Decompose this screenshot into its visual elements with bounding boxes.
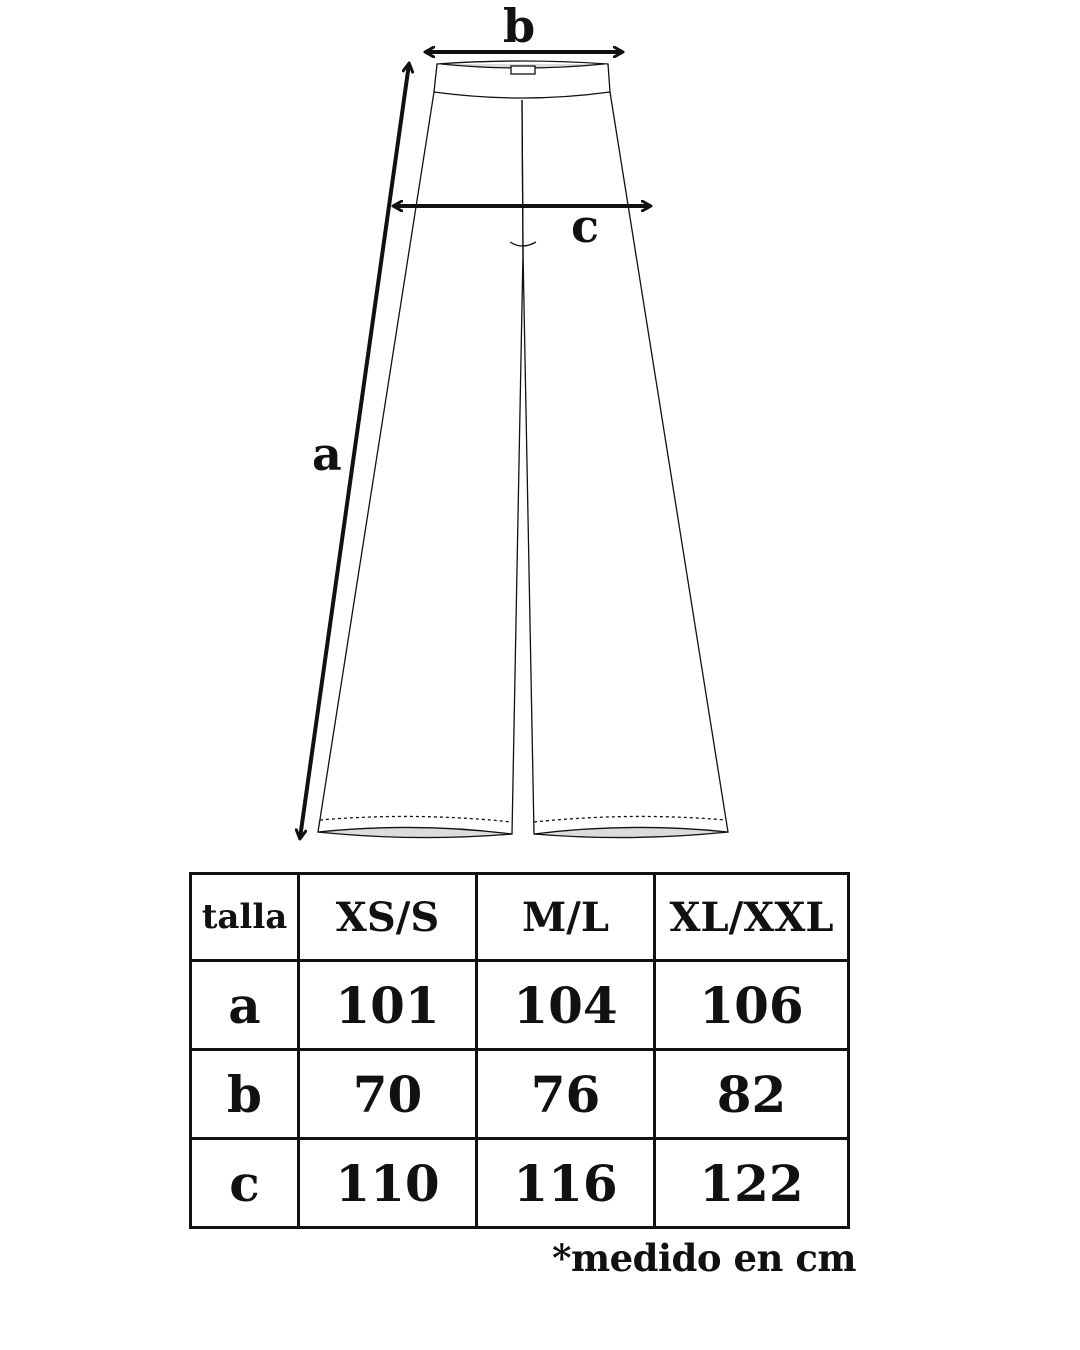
header-size-xl-xxl: XL/XXL [653, 872, 850, 962]
left-hem-opening [317, 826, 513, 839]
table-cell: 82 [653, 1048, 850, 1140]
right-hem-opening [533, 826, 729, 839]
row-label-b: b [189, 1048, 300, 1140]
left-leg [317, 91, 524, 838]
table-row: c 110 116 122 [189, 1137, 850, 1229]
table-cell: 104 [475, 959, 656, 1051]
center-seam [521, 99, 524, 253]
label-c: c [571, 199, 599, 253]
row-label-c: c [189, 1137, 300, 1229]
table-cell: 70 [297, 1048, 478, 1140]
table-cell: 106 [653, 959, 850, 1051]
row-label-a: a [189, 959, 300, 1051]
table-cell: 101 [297, 959, 478, 1051]
size-table: talla XS/S M/L XL/XXL a 101 104 106 b 70… [189, 872, 850, 1229]
left-hem-stitch [319, 815, 513, 823]
crotch-curve [509, 241, 537, 247]
header-size-m-l: M/L [475, 872, 656, 962]
pants-drawing [317, 60, 729, 839]
table-cell: 110 [297, 1137, 478, 1229]
label-a: a [312, 427, 342, 481]
right-hem-stitch [533, 815, 727, 823]
units-note: *medido en cm [552, 1236, 856, 1280]
label-b: b [503, 0, 535, 53]
header-talla: talla [189, 872, 300, 962]
table-row: a 101 104 106 [189, 959, 850, 1051]
table-cell: 76 [475, 1048, 656, 1140]
measure-a-arrow [300, 64, 409, 838]
table-cell: 116 [475, 1137, 656, 1229]
label-tag [510, 65, 536, 75]
header-size-xs-s: XS/S [297, 872, 478, 962]
table-row: b 70 76 82 [189, 1048, 850, 1140]
table-header-row: talla XS/S M/L XL/XXL [189, 872, 850, 962]
pants-measurement-diagram: a b c [0, 0, 729, 860]
table-cell: 122 [653, 1137, 850, 1229]
right-leg [522, 91, 729, 838]
